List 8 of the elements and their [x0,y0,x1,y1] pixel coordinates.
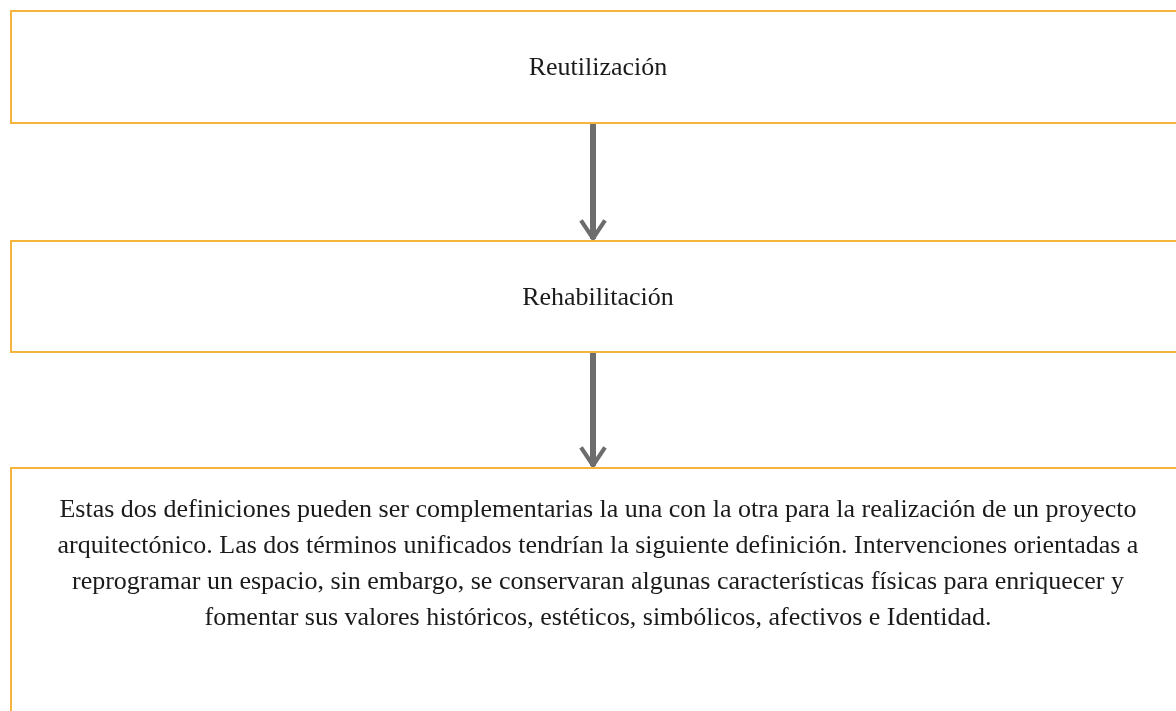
arrow [578,353,608,468]
process-box [10,467,1176,711]
arrow [578,124,608,241]
process-box [10,10,1176,124]
box-text: Estas dos definiciones pueden ser complementarias la una con la otra para la realización de un proyecto arquitectónico. Las dos términos unificados tendrían la siguiente definición. Intervenciones orientadas a reprogramar un espacio, sin embargo, se conservaran algunas características físicas para enriquecer y fomentar sus valores históricos, estéticos, simbólicos, afectivos e Identidad. [56,493,1140,633]
process-box [10,240,1176,353]
box-text: Reutilización [528,51,668,83]
box-text: Rehabilitación [522,280,674,313]
